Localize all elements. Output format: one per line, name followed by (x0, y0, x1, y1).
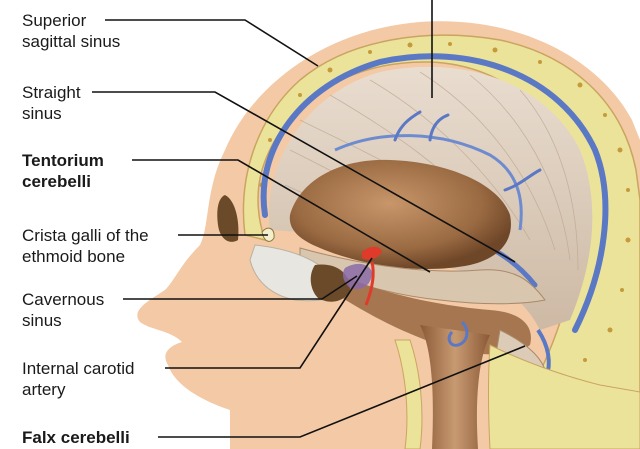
label-line: Superior (22, 10, 120, 31)
label-falx-cerebelli: Falx cerebelli (22, 427, 130, 448)
label-line: Cavernous (22, 289, 104, 310)
label-line: sinus (22, 310, 104, 331)
label-line: Crista galli of the (22, 225, 149, 246)
label-cavernous-sinus: Cavernous sinus (22, 289, 104, 331)
label-crista-galli: Crista galli of the ethmoid bone (22, 225, 149, 267)
leader-superior-sagittal-sinus (105, 20, 318, 66)
label-line: Tentorium (22, 150, 104, 171)
label-line: sagittal sinus (22, 31, 120, 52)
label-line: ethmoid bone (22, 246, 149, 267)
label-straight-sinus: Straight sinus (22, 82, 81, 124)
label-line: Straight (22, 82, 81, 103)
label-line: Internal carotid (22, 358, 134, 379)
label-line: artery (22, 379, 134, 400)
label-internal-carotid-artery: Internal carotid artery (22, 358, 134, 400)
label-line: Falx cerebelli (22, 427, 130, 448)
label-line: cerebelli (22, 171, 104, 192)
label-superior-sagittal-sinus: Superior sagittal sinus (22, 10, 120, 52)
label-line: sinus (22, 103, 81, 124)
label-tentorium-cerebelli: Tentorium cerebelli (22, 150, 104, 192)
